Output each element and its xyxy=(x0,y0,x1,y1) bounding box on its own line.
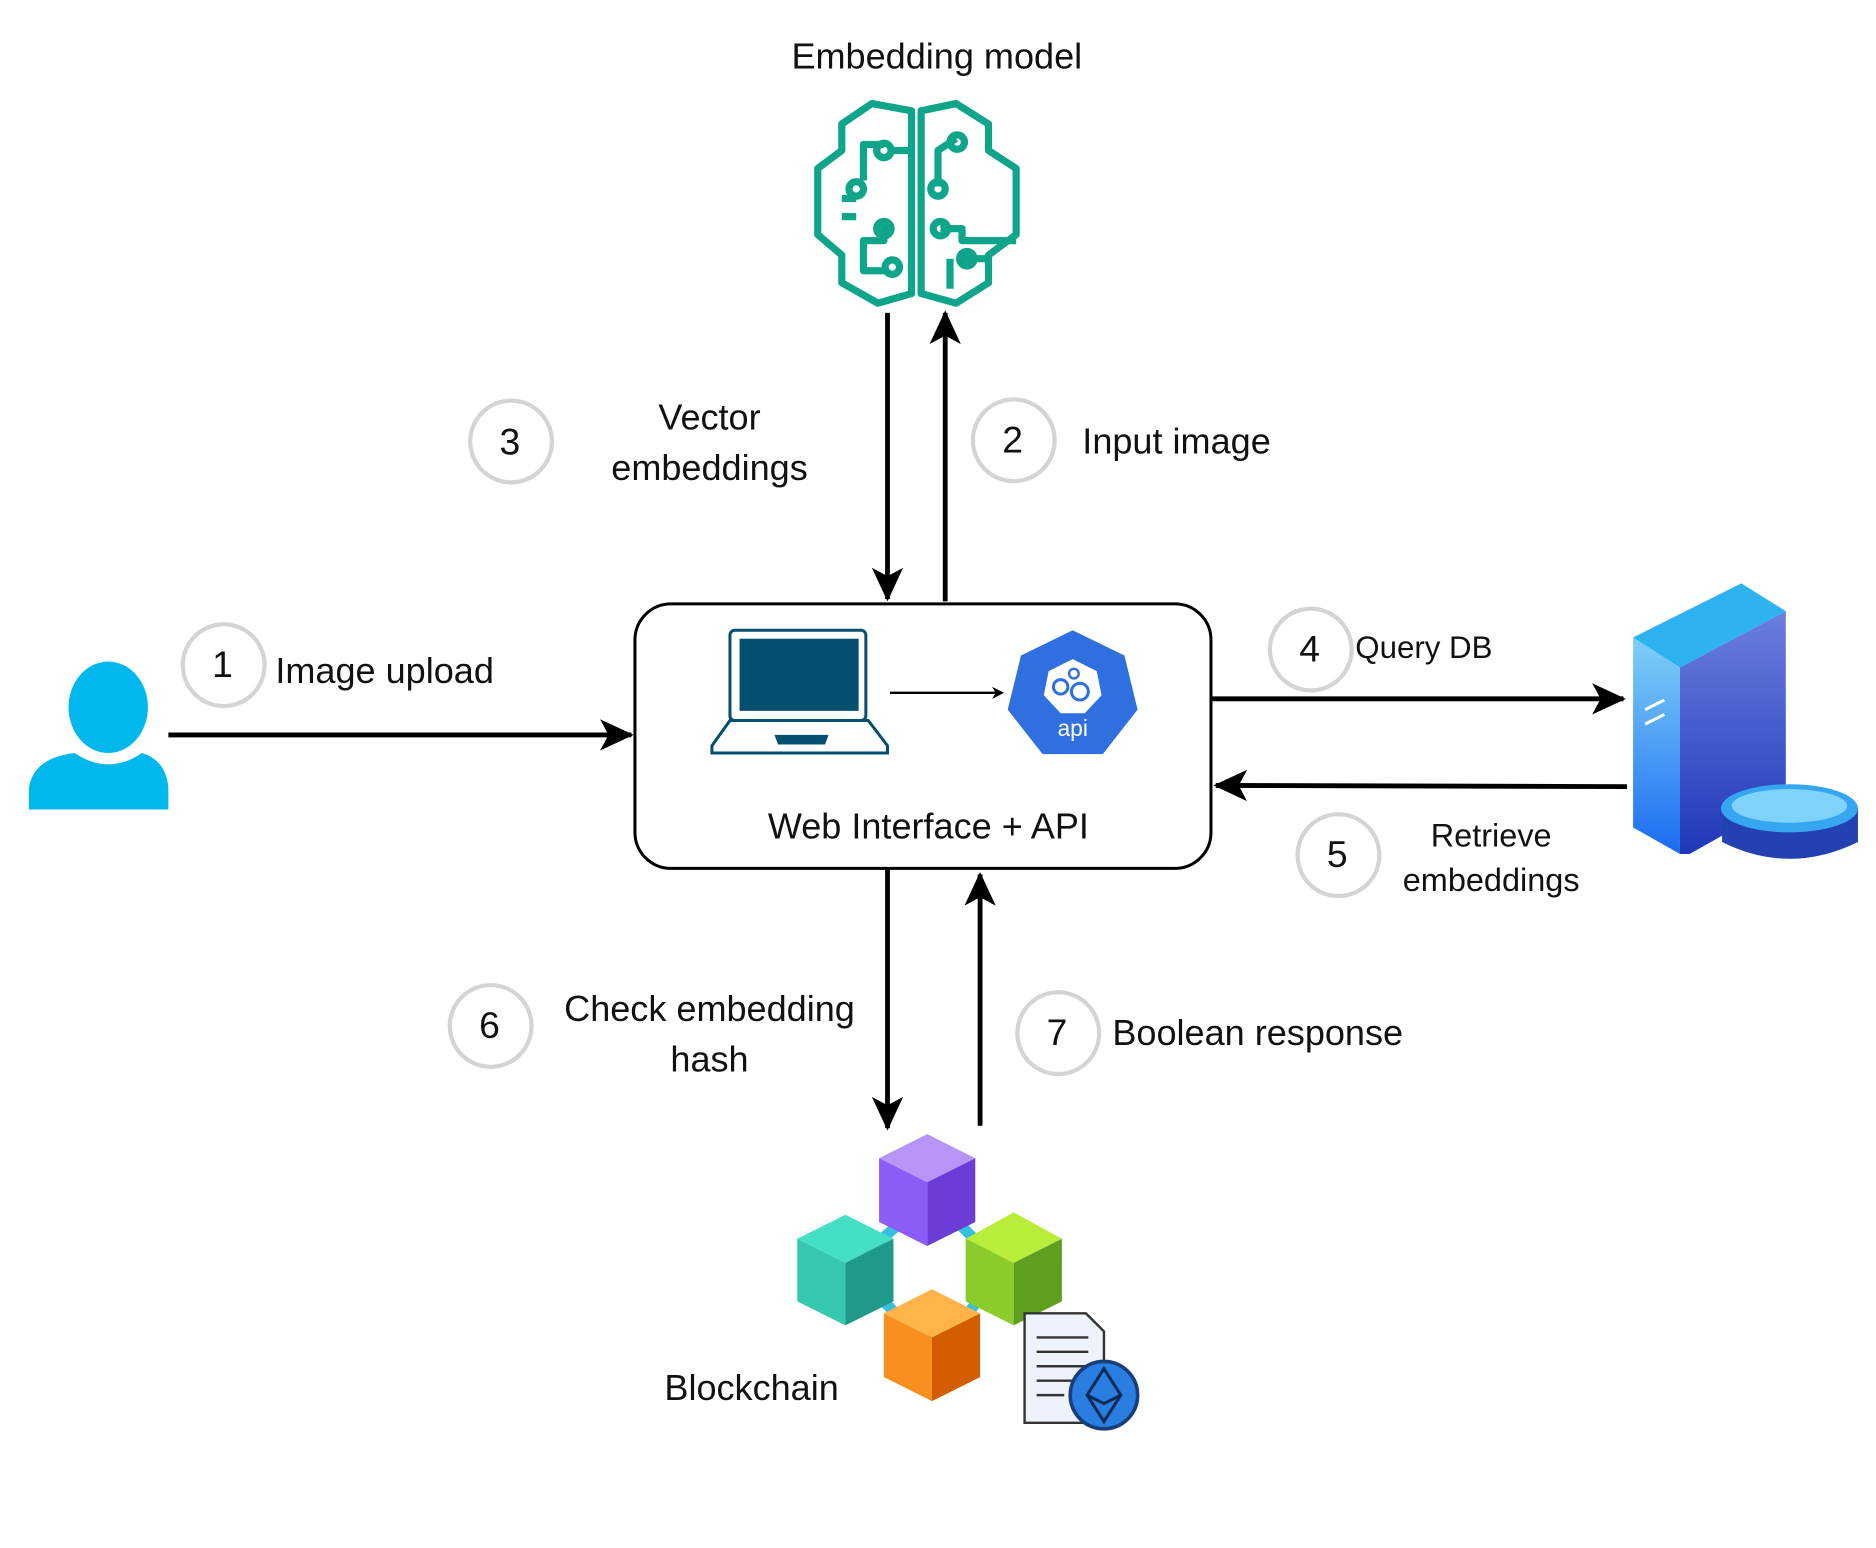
step-number: 7 xyxy=(1047,1011,1068,1053)
step-label-line: embeddings xyxy=(611,447,807,488)
step-number: 4 xyxy=(1299,628,1320,670)
ethereum-contract-icon xyxy=(1023,1312,1140,1431)
step-number-circle xyxy=(468,398,555,485)
api-icon-text: api xyxy=(1057,715,1087,741)
step-number: 1 xyxy=(212,643,233,685)
step-3: 3 Vector embeddings xyxy=(468,396,808,488)
step-2: 2 Input image xyxy=(970,397,1271,484)
step-label: Input image xyxy=(1082,421,1270,462)
step-number: 6 xyxy=(479,1004,500,1046)
step-6: 6 Check embedding hash xyxy=(447,982,855,1080)
step-number-circle xyxy=(1267,606,1354,693)
step-number-circle xyxy=(1015,990,1102,1077)
blockchain-label: Blockchain xyxy=(664,1367,838,1408)
step-label-line: Retrieve xyxy=(1431,818,1552,854)
step-label-line: hash xyxy=(670,1039,748,1080)
web-interface-api-node: api Web Interface + API xyxy=(633,602,1213,870)
step-number: 2 xyxy=(1002,418,1023,460)
step-label-line: Check embedding xyxy=(564,988,855,1029)
blockchain-cubes-icon xyxy=(797,1134,1062,1402)
step-1: 1 Image upload xyxy=(180,622,494,709)
step-label: Query DB xyxy=(1355,630,1492,665)
step-number: 5 xyxy=(1327,833,1348,875)
arrow-retrieve-embeddings xyxy=(1213,769,1628,802)
step-7: 7 Boolean response xyxy=(1015,990,1403,1077)
web-interface-label: Web Interface + API xyxy=(768,805,1089,846)
step-number-circle xyxy=(970,397,1057,484)
laptop-icon xyxy=(710,628,889,755)
step-label-line: embeddings xyxy=(1403,862,1580,898)
step-number-circle xyxy=(447,982,534,1069)
api-icon: api xyxy=(1007,630,1138,755)
embedding-model-label: Embedding model xyxy=(791,36,1082,77)
server-database-icon xyxy=(1633,583,1858,859)
step-label: Image upload xyxy=(275,650,494,691)
user-icon xyxy=(28,661,169,810)
step-number-circle xyxy=(180,622,267,709)
brain-circuit-icon xyxy=(814,99,1020,307)
step-label: Boolean response xyxy=(1112,1012,1403,1053)
step-label-line: Vector xyxy=(658,396,760,437)
step-5: 5 Retrieve embeddings xyxy=(1295,812,1580,899)
step-4: 4 Query DB xyxy=(1267,606,1492,693)
step-number: 3 xyxy=(500,421,521,463)
step-number-circle xyxy=(1295,812,1382,899)
